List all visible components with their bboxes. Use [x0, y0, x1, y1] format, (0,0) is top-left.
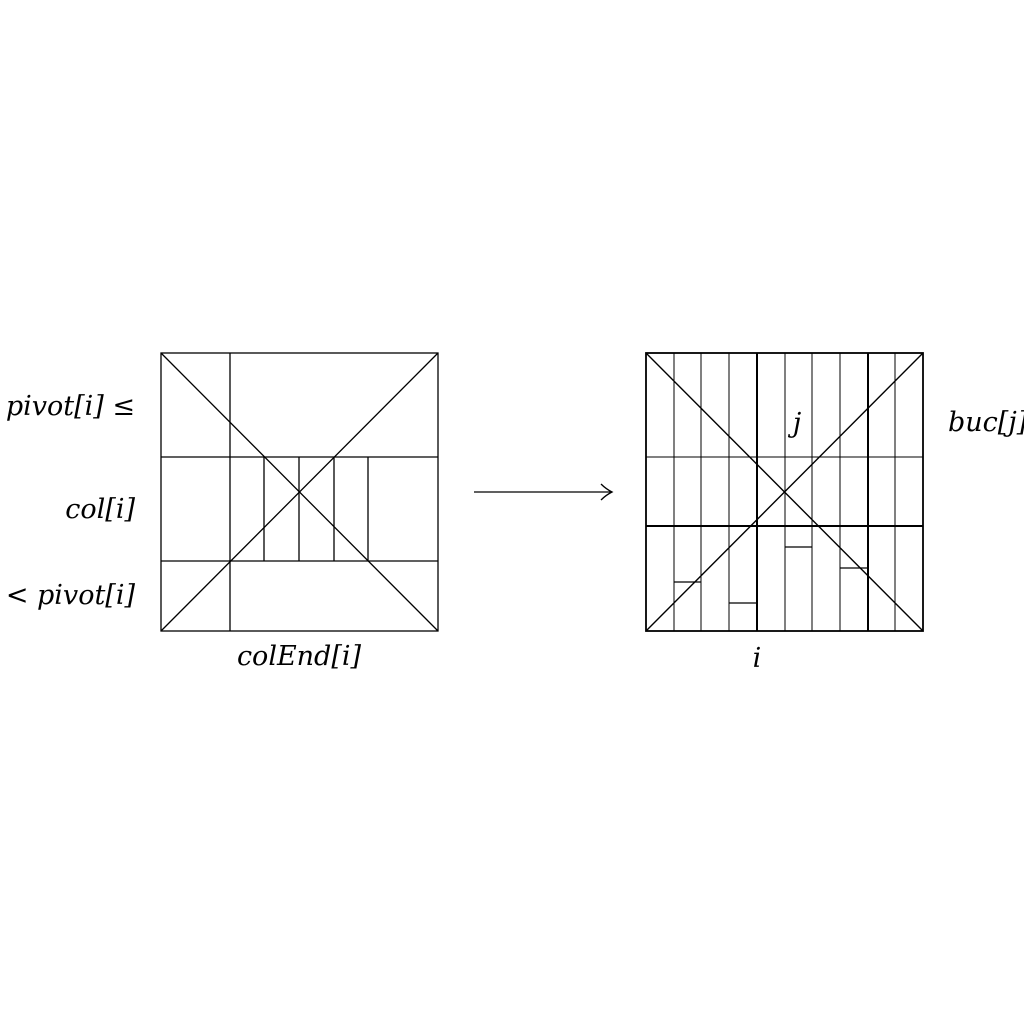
right-matrix — [645, 352, 924, 632]
left-label-bottom: < pivot[i] — [6, 580, 136, 611]
left-label-below: colEnd[i] — [237, 641, 362, 672]
arrow-head — [600, 483, 614, 501]
left-label-mid: col[i] — [65, 494, 135, 525]
right-label-below: i — [753, 643, 762, 674]
right-label-side: buc[j] — [948, 407, 1024, 438]
transform-arrow — [474, 483, 614, 501]
right-label-j: j — [788, 408, 801, 439]
right-diagonal-up — [645, 352, 924, 632]
left-label-top: pivot[i] ≤ — [6, 391, 135, 422]
right-group-separators — [756, 353, 869, 631]
left-matrix-border — [160, 352, 439, 632]
right-level-markers — [674, 546, 868, 604]
left-matrix — [160, 352, 439, 632]
right-thin-columns — [673, 353, 896, 631]
